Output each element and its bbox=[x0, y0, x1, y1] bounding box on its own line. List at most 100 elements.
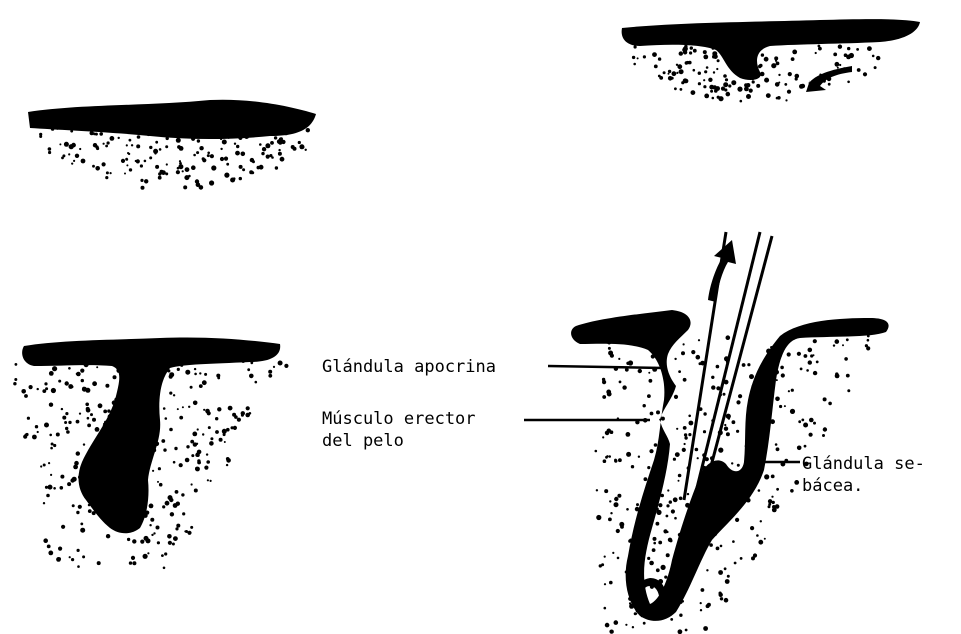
stipple-dot bbox=[728, 417, 730, 419]
stipple-dot bbox=[48, 462, 50, 464]
stipple-dot bbox=[130, 365, 134, 369]
stipple-dot bbox=[640, 607, 643, 610]
stipple-dot bbox=[105, 145, 108, 148]
stipple-dot bbox=[169, 428, 173, 432]
stipple-dot bbox=[183, 359, 188, 364]
stipple-dot bbox=[609, 581, 613, 585]
stipple-dot bbox=[199, 146, 203, 150]
stipple-dot bbox=[716, 386, 720, 390]
stipple-dot bbox=[676, 72, 678, 74]
stipple-dot bbox=[775, 443, 778, 446]
stipple-dot bbox=[724, 380, 729, 385]
stipple-dot bbox=[718, 448, 723, 453]
stipple-dot bbox=[788, 72, 792, 76]
stipple-dot bbox=[626, 508, 629, 511]
stipple-dot bbox=[51, 443, 54, 446]
stipple-dot bbox=[700, 609, 702, 611]
stipple-dot bbox=[823, 397, 827, 401]
stipple-dot bbox=[726, 335, 731, 340]
stipple-dot bbox=[241, 414, 244, 417]
stipple-dot bbox=[653, 542, 656, 545]
stipple-dot bbox=[165, 501, 170, 506]
stipple-dot bbox=[188, 406, 190, 408]
stipple-dot bbox=[46, 494, 50, 498]
stipple-dot bbox=[92, 418, 96, 422]
stipple-dot bbox=[80, 369, 84, 373]
stipple-dot bbox=[167, 369, 170, 372]
stipple-dot bbox=[206, 460, 210, 464]
stipple-dot bbox=[131, 144, 133, 146]
stipple-dot bbox=[144, 160, 147, 163]
stipple-dot bbox=[217, 407, 221, 411]
stipple-dot bbox=[141, 186, 145, 190]
stipple-dot bbox=[678, 629, 683, 634]
stipple-dot bbox=[670, 618, 673, 621]
stipple-dot bbox=[267, 127, 272, 132]
stipple-dot bbox=[65, 381, 69, 385]
stipple-dot bbox=[719, 394, 722, 397]
stage-2-hair-germ bbox=[622, 19, 920, 102]
stipple-dot bbox=[155, 141, 158, 144]
stipple-dot bbox=[47, 545, 51, 549]
stipple-dot bbox=[163, 567, 166, 570]
stipple-dot bbox=[68, 421, 71, 424]
stipple-dot bbox=[842, 67, 847, 72]
stipple-dot bbox=[865, 344, 868, 347]
stipple-dot bbox=[800, 368, 803, 371]
stipple-dot bbox=[193, 442, 197, 446]
stipple-dot bbox=[764, 57, 769, 62]
stipple-dot bbox=[663, 71, 666, 74]
stipple-dot bbox=[111, 456, 115, 460]
stipple-dot bbox=[141, 374, 143, 376]
stipple-dot bbox=[775, 82, 780, 87]
stipple-dot bbox=[255, 381, 258, 384]
stipple-dot bbox=[766, 377, 771, 382]
stipple-dot bbox=[153, 532, 155, 534]
stipple-dot bbox=[169, 392, 172, 395]
stipple-dot bbox=[136, 144, 140, 148]
stipple-dot bbox=[761, 395, 765, 399]
stipple-dot bbox=[202, 158, 206, 162]
stipple-dot bbox=[652, 548, 656, 552]
stipple-dot bbox=[161, 439, 165, 443]
stipple-dot bbox=[733, 509, 737, 513]
stipple-dot bbox=[194, 373, 197, 376]
stipple-dot bbox=[40, 465, 42, 467]
stipple-dot bbox=[689, 51, 692, 54]
stipple-dot bbox=[222, 140, 227, 145]
stipple-dot bbox=[177, 368, 180, 371]
stipple-dot bbox=[239, 177, 242, 180]
stipple-dot bbox=[279, 137, 283, 141]
stipple-dot bbox=[108, 454, 111, 457]
stipple-dot bbox=[671, 577, 673, 579]
stipple-dot bbox=[220, 157, 224, 161]
stipple-dot bbox=[638, 369, 642, 373]
stipple-dot bbox=[105, 384, 109, 388]
stipple-dot bbox=[626, 452, 631, 457]
stipple-dot bbox=[797, 352, 801, 356]
stipple-dot bbox=[804, 354, 808, 358]
stipple-dot bbox=[726, 360, 729, 363]
stipple-dot bbox=[767, 406, 770, 409]
stipple-dot bbox=[60, 475, 64, 479]
stipple-dot bbox=[712, 47, 715, 50]
stipple-dot bbox=[117, 364, 122, 369]
stipple-dot bbox=[704, 94, 709, 99]
stipple-dot bbox=[735, 518, 739, 522]
stipple-dot bbox=[736, 400, 740, 404]
stipple-dot bbox=[217, 377, 220, 380]
stipple-dot bbox=[94, 480, 97, 483]
stipple-dot bbox=[663, 455, 668, 460]
stipple-dot bbox=[116, 406, 120, 410]
stipple-dot bbox=[819, 78, 823, 82]
stipple-dot bbox=[604, 607, 607, 610]
stipple-dot bbox=[798, 420, 801, 423]
stipple-dot bbox=[175, 490, 179, 494]
stipple-dot bbox=[195, 467, 199, 471]
stage-4-growth-arrow bbox=[708, 240, 736, 302]
stipple-dot bbox=[144, 447, 149, 452]
stipple-dot bbox=[630, 578, 632, 580]
stipple-dot bbox=[691, 90, 696, 95]
stipple-dot bbox=[72, 504, 75, 507]
stipple-dot bbox=[667, 489, 669, 491]
